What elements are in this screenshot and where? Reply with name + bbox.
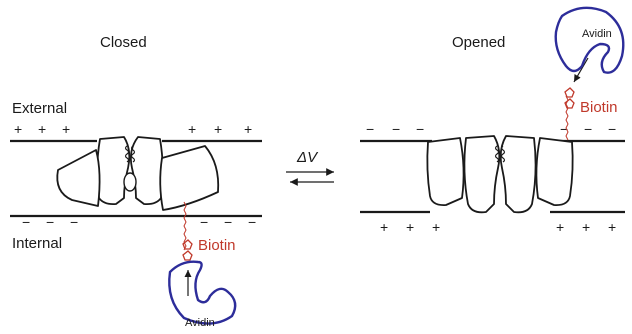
minus-charge: −	[416, 121, 424, 137]
closed-state: Closed External Internal + + + + + + − −…	[10, 34, 262, 329]
binding-arrow	[573, 57, 589, 83]
plus-charge: +	[556, 219, 564, 235]
minus-charge: −	[70, 214, 78, 230]
closed-channel	[56, 136, 220, 211]
minus-charge: −	[584, 121, 592, 137]
plus-charge: +	[406, 219, 414, 235]
biotin-ring-icon	[564, 87, 575, 98]
plus-charge: +	[14, 121, 22, 137]
minus-charge: −	[224, 214, 232, 230]
minus-charge: −	[248, 214, 256, 230]
plus-charge: +	[608, 219, 616, 235]
biotin-ring-icon	[182, 250, 193, 261]
opened-channel	[426, 135, 574, 214]
plus-charge: +	[188, 121, 196, 137]
minus-charge: −	[46, 214, 54, 230]
minus-charge: −	[560, 121, 568, 137]
voltage-sensor-right	[535, 137, 574, 206]
plus-charge: +	[244, 121, 252, 137]
opened-state: Opened − − − − − − + + + + + +	[360, 6, 625, 235]
external-label: External	[12, 100, 67, 117]
pore-domain-right	[129, 136, 164, 206]
pore-domain-right	[499, 135, 537, 214]
avidin-label-closed: Avidin	[185, 317, 215, 329]
biotin-ring-icon	[564, 98, 575, 109]
delta-v-label: ΔV	[296, 149, 319, 166]
tether-chain	[183, 201, 187, 251]
closed-label: Closed	[100, 34, 147, 51]
minus-charge: −	[22, 214, 30, 230]
minus-charge: −	[392, 121, 400, 137]
avidin-label-opened: Avidin	[582, 28, 612, 40]
avidin-protein-icon	[554, 6, 625, 74]
plus-charge: +	[38, 121, 46, 137]
opened-internal-charges: + + + + + +	[380, 219, 616, 235]
avidin-protein-icon	[168, 260, 237, 325]
opened-label: Opened	[452, 34, 505, 51]
closed-internal-charges: − − − − − −	[22, 214, 256, 230]
plus-charge: +	[62, 121, 70, 137]
biotin-ring-icon	[182, 239, 193, 250]
plus-charge: +	[582, 219, 590, 235]
pore-cavity	[123, 172, 137, 192]
voltage-sensor-left	[56, 149, 101, 207]
closed-external-charges: + + + + + +	[14, 121, 252, 137]
minus-charge: −	[608, 121, 616, 137]
biotin-label-closed: Biotin	[198, 237, 236, 254]
voltage-sensor-right	[159, 145, 220, 211]
plus-charge: +	[214, 121, 222, 137]
plus-charge: +	[380, 219, 388, 235]
opened-external-charges: − − − − − −	[366, 121, 616, 137]
transition: ΔV	[286, 149, 334, 186]
biotin-label-opened: Biotin	[580, 99, 618, 116]
minus-charge: −	[200, 214, 208, 230]
tether-chain	[565, 95, 569, 141]
pore-domain-left	[96, 136, 131, 206]
plus-charge: +	[432, 219, 440, 235]
selectivity-filter	[494, 145, 506, 163]
selectivity-filter	[124, 145, 136, 163]
internal-label: Internal	[12, 235, 62, 252]
voltage-sensor-left	[426, 137, 465, 206]
pore-domain-left	[463, 135, 501, 214]
minus-charge: −	[366, 121, 374, 137]
